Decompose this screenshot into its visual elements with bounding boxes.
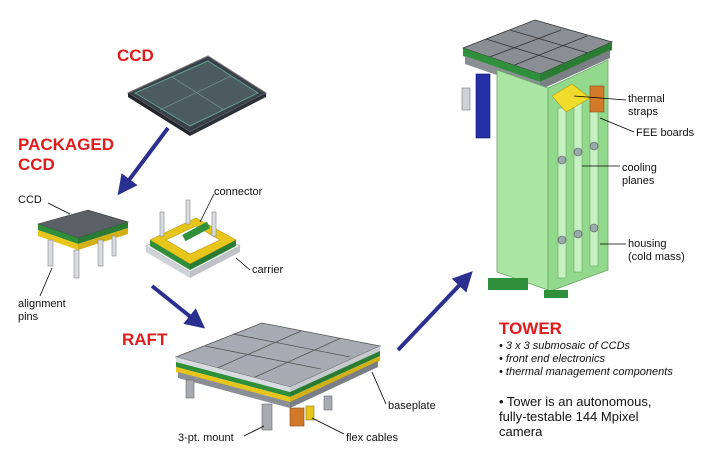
- label-thermal-line2: straps: [628, 106, 658, 118]
- label-housing-line2: (cold mass): [628, 251, 685, 263]
- leader-flex-cables: [311, 417, 345, 435]
- tower-bullet-list: • 3 x 3 submosaic of CCDs • front end el…: [499, 340, 673, 379]
- leader-alignment-pins: [39, 267, 53, 297]
- label-thermal-line1: thermal: [628, 93, 665, 105]
- tower-illustration: [461, 19, 614, 298]
- leader-ccd: [47, 202, 71, 215]
- title-packaged-ccd: PACKAGED CCD: [18, 135, 114, 175]
- tower-desc-line: fully-testable 144 Mpixel: [499, 409, 639, 424]
- leader-baseplate: [371, 371, 387, 405]
- label-flex-cables: flex cables: [346, 432, 398, 444]
- tower-description: • Tower is an autonomous, fully-testable…: [499, 394, 651, 439]
- label-baseplate: baseplate: [388, 400, 436, 412]
- label-carrier: carrier: [252, 264, 284, 276]
- raft-illustration: [174, 322, 382, 431]
- tower-desc-line: • Tower is an autonomous,: [499, 394, 652, 409]
- label-alignment-pins: alignment pins: [18, 298, 66, 324]
- label-housing-line1: housing: [628, 238, 667, 250]
- tower-bullet-item: • 3 x 3 submosaic of CCDs: [499, 340, 631, 352]
- label-cooling-line1: cooling: [622, 162, 657, 174]
- arrow-raft-to-tower: [396, 271, 473, 352]
- label-fee-boards: FEE boards: [636, 127, 695, 139]
- leader-carrier: [235, 257, 251, 271]
- label-thermal-straps: thermal straps: [628, 93, 665, 119]
- label-cooling-line2: planes: [622, 175, 655, 187]
- carrier-illustration: [145, 199, 241, 278]
- label-connector: connector: [214, 186, 263, 198]
- arrow-packaged-to-raft: [150, 284, 206, 329]
- ccd-chip-illustration: [126, 55, 268, 136]
- arrow-ccd-to-packaged: [117, 126, 170, 196]
- title-raft: RAFT: [122, 330, 168, 349]
- tower-bullet-item: • thermal management components: [499, 366, 673, 378]
- tower-bullet-item: • front end electronics: [499, 353, 605, 365]
- leader-fee-boards: [599, 117, 635, 133]
- label-ccd: CCD: [18, 194, 42, 206]
- label-housing: housing (cold mass): [628, 238, 685, 264]
- title-packaged-line1: PACKAGED: [18, 135, 115, 154]
- leader-mount: [243, 425, 265, 437]
- label-alignment-line1: alignment: [18, 298, 66, 310]
- leader-connector: [199, 193, 215, 223]
- packaged-ccd-illustration: [37, 209, 130, 279]
- title-tower: TOWER: [499, 319, 562, 338]
- title-packaged-line2: CCD: [18, 155, 55, 174]
- tower-desc-line: camera: [499, 424, 543, 439]
- label-alignment-line2: pins: [18, 311, 39, 323]
- label-cooling-planes: cooling planes: [622, 162, 657, 188]
- title-ccd: CCD: [117, 46, 154, 65]
- leader-thermal-straps: [573, 95, 627, 101]
- label-mount: 3-pt. mount: [178, 432, 234, 444]
